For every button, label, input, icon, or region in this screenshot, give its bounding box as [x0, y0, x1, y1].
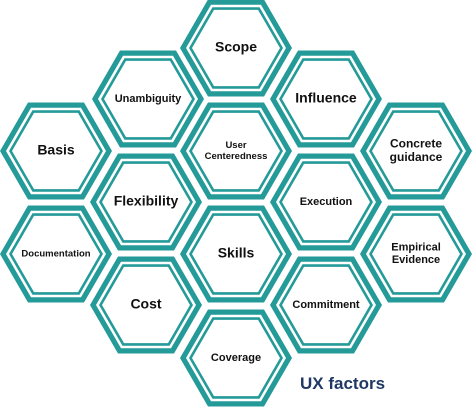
hexagon-skills: Skills [180, 205, 292, 303]
hexagon-hex-core [192, 9, 280, 87]
hexagon-label-concrete-guidance: Concrete [390, 136, 442, 150]
hexagon-label-concrete-guidance: guidance [390, 150, 443, 164]
hexagon-commitment: Commitment [270, 256, 382, 354]
hexagon-unambiguity: Unambiguity [92, 50, 204, 148]
hexagon-hex-core [192, 112, 280, 190]
hexagon-hex-core [282, 266, 370, 344]
hexagon-hex-core [282, 60, 370, 138]
hexagon-basis: Basis [0, 102, 112, 200]
hexagon-hex-core [12, 215, 100, 293]
hexagon-hex-core [104, 60, 192, 138]
hexagon-label-coverage: Coverage [211, 352, 261, 364]
hexagon-hex-core [372, 112, 460, 190]
hexagon-label-commitment: Commitment [292, 299, 360, 311]
diagram-caption: UX factors [300, 374, 386, 393]
hexagon-hex-core [372, 215, 460, 293]
hexagon-influence: Influence [270, 50, 382, 148]
hexagon-label-unambiguity: Unambiguity [115, 93, 182, 105]
hexagon-cost: Cost [90, 256, 202, 354]
hexagon-label-execution: Execution [300, 196, 353, 208]
hexagon-documentation: Documentation [0, 205, 112, 303]
hexagon-label-skills: Skills [218, 245, 255, 261]
hexagon-label-user-centeredness: Centeredness [205, 151, 268, 162]
hexagon-hex-core [102, 266, 190, 344]
hexagon-label-basis: Basis [37, 142, 75, 158]
hexagon-hex-core [192, 215, 280, 293]
hexagon-label-scope: Scope [215, 39, 257, 55]
hexagon-label-user-centeredness: User [225, 140, 246, 151]
hexagon-hex-core [282, 163, 370, 241]
hexagon-hex-core [12, 112, 100, 190]
hexagon-hex-core [192, 319, 280, 397]
hexagon-coverage: Coverage [180, 309, 292, 407]
hexagon-label-documentation: Documentation [21, 249, 90, 260]
hexagon-execution: Execution [270, 153, 382, 251]
hexagon-label-empirical-evidence: Empirical [391, 242, 441, 254]
hexagon-label-flexibility: Flexibility [114, 193, 179, 209]
hexagon-flexibility: Flexibility [90, 153, 202, 251]
hexagon-scope: Scope [180, 0, 292, 97]
hexagon-label-cost: Cost [130, 296, 161, 312]
hexagon-label-empirical-evidence: Evidence [392, 254, 440, 266]
hexagon-label-influence: Influence [295, 90, 357, 106]
hexagon-hex-core [102, 163, 190, 241]
